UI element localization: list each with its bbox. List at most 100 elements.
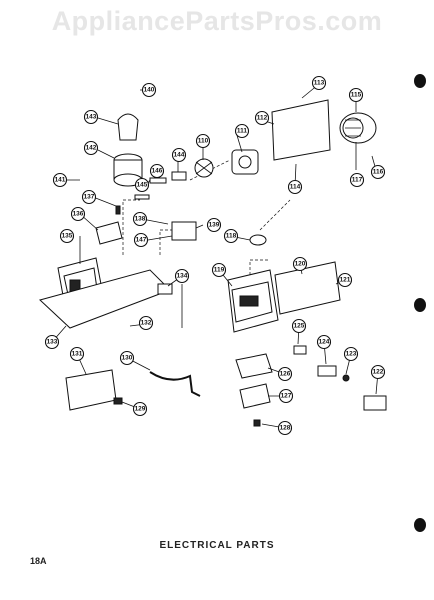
- part-gasket-ring: [249, 234, 267, 246]
- svg-text:143: 143: [86, 114, 97, 121]
- svg-text:131: 131: [72, 351, 83, 358]
- svg-text:146: 146: [152, 168, 163, 175]
- part-fan-mounting-plate: [271, 99, 331, 161]
- callout-114: 114: [287, 179, 303, 195]
- svg-text:117: 117: [352, 177, 363, 184]
- part-fuse-holder: [171, 171, 187, 181]
- callout-144: 144: [171, 147, 187, 163]
- callout-119: 119: [211, 262, 227, 278]
- callout-133: 133: [44, 334, 60, 350]
- callout-115: 115: [348, 87, 364, 103]
- part-gasket-127: [239, 383, 271, 409]
- part-cooling-fan-blade: [194, 158, 214, 178]
- callout-139: 139: [206, 217, 222, 233]
- svg-text:115: 115: [351, 92, 362, 99]
- watermark: AppliancePartsPros.com: [51, 6, 383, 36]
- svg-text:128: 128: [280, 425, 291, 432]
- callout-137: 137: [81, 189, 97, 205]
- callout-126: 126: [277, 366, 293, 382]
- svg-text:113: 113: [314, 80, 325, 87]
- svg-text:122: 122: [373, 369, 384, 376]
- part-blower-wheel: [339, 112, 377, 144]
- callout-112: 112: [254, 110, 270, 126]
- callout-130: 130: [119, 350, 135, 366]
- svg-text:125: 125: [294, 323, 305, 330]
- callout-141: 141: [52, 172, 68, 188]
- callout-129: 129: [132, 401, 148, 417]
- svg-text:119: 119: [214, 267, 225, 274]
- svg-text:147: 147: [136, 237, 147, 244]
- svg-text:141: 141: [55, 177, 66, 184]
- svg-text:126: 126: [280, 371, 291, 378]
- svg-text:118: 118: [226, 233, 237, 240]
- part-thermal-protector: [293, 345, 307, 355]
- svg-text:123: 123: [346, 351, 357, 358]
- callout-136: 136: [70, 206, 86, 222]
- callout-131: 131: [69, 346, 85, 362]
- binder-hole-middle: [414, 298, 426, 312]
- callout-140: 140: [141, 82, 157, 98]
- part-waveguide-housing: [274, 261, 341, 315]
- svg-text:121: 121: [340, 277, 351, 284]
- svg-text:139: 139: [209, 222, 220, 229]
- binder-hole-bottom: [414, 518, 426, 532]
- callout-125: 125: [291, 318, 307, 334]
- svg-text:142: 142: [86, 145, 97, 152]
- svg-text:114: 114: [290, 184, 301, 191]
- callout-116: 116: [370, 164, 386, 180]
- svg-text:136: 136: [73, 211, 84, 218]
- diagram-caption: ELECTRICAL PARTS: [159, 540, 275, 551]
- part-power-cord: [149, 371, 201, 397]
- callout-127: 127: [278, 388, 294, 404]
- callout-138: 138: [132, 211, 148, 227]
- svg-text:130: 130: [122, 355, 133, 362]
- callout-113: 113: [311, 75, 327, 91]
- part-capacitor-clamp: [117, 113, 139, 141]
- callout-128: 128: [277, 420, 293, 436]
- callout-117: 117: [349, 172, 365, 188]
- callout-121: 121: [337, 272, 353, 288]
- svg-text:133: 133: [47, 339, 58, 346]
- callout-111: 111: [234, 123, 250, 139]
- part-fan-motor: [231, 149, 259, 175]
- svg-text:120: 120: [295, 261, 306, 268]
- part-terminal-block: [363, 395, 387, 411]
- svg-text:110: 110: [198, 138, 209, 145]
- callout-143: 143: [83, 109, 99, 125]
- page-number: 18A: [30, 556, 47, 566]
- callout-147: 147: [133, 232, 149, 248]
- svg-text:140: 140: [144, 87, 155, 94]
- callout-118: 118: [223, 228, 239, 244]
- part-small-bracket: [134, 194, 150, 200]
- part-screw-137: [115, 205, 121, 215]
- svg-text:145: 145: [137, 182, 148, 189]
- callout-146: 146: [149, 163, 165, 179]
- callout-122: 122: [370, 364, 386, 380]
- callout-132: 132: [138, 315, 154, 331]
- part-switch-bracket: [171, 221, 197, 241]
- svg-text:144: 144: [174, 152, 185, 159]
- svg-text:137: 137: [84, 194, 95, 201]
- svg-text:124: 124: [319, 339, 330, 346]
- part-magnetron: [227, 269, 279, 333]
- svg-text:116: 116: [373, 169, 384, 176]
- part-diode: [317, 365, 337, 377]
- part-control-panel: [65, 369, 117, 411]
- svg-text:132: 132: [141, 320, 152, 327]
- svg-text:135: 135: [62, 233, 73, 240]
- callout-134: 134: [174, 268, 190, 284]
- part-screw-128: [253, 419, 261, 427]
- callout-135: 135: [59, 228, 75, 244]
- part-bracket-134: [157, 283, 173, 295]
- svg-text:134: 134: [177, 273, 188, 280]
- part-fuse-123: [342, 374, 350, 382]
- svg-text:112: 112: [257, 115, 268, 122]
- svg-text:138: 138: [135, 216, 146, 223]
- callout-110: 110: [195, 133, 211, 149]
- part-gasket-126: [235, 353, 273, 379]
- part-fuse: [149, 177, 167, 184]
- callout-123: 123: [343, 346, 359, 362]
- svg-text:111: 111: [237, 128, 248, 135]
